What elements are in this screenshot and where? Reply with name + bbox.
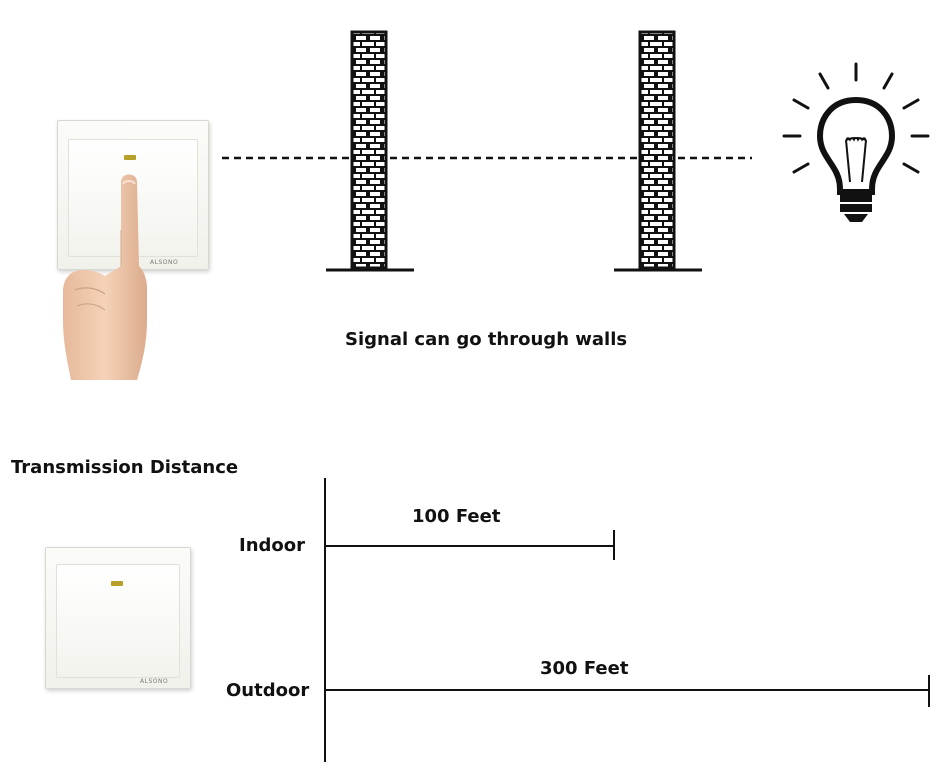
finger-press-icon <box>63 174 147 380</box>
indoor-label: Indoor <box>239 535 306 556</box>
bottom-switch-led <box>111 581 123 586</box>
light-bulb-icon <box>782 62 930 222</box>
section-title: Transmission Distance <box>11 457 239 478</box>
bottom-wall-switch: ALSONO <box>45 547 191 689</box>
indoor-distance-value: 100 Feet <box>412 506 501 527</box>
top-switch-led <box>124 155 136 160</box>
top-switch-brand: ALSONO <box>150 259 179 266</box>
outdoor-distance-value: 300 Feet <box>540 658 629 679</box>
outdoor-label: Outdoor <box>226 680 310 701</box>
brick-wall-icon <box>326 30 414 272</box>
brick-wall-icon <box>614 30 702 272</box>
bottom-switch-brand: ALSONO <box>140 678 169 685</box>
walls-caption: Signal can go through walls <box>345 329 628 350</box>
